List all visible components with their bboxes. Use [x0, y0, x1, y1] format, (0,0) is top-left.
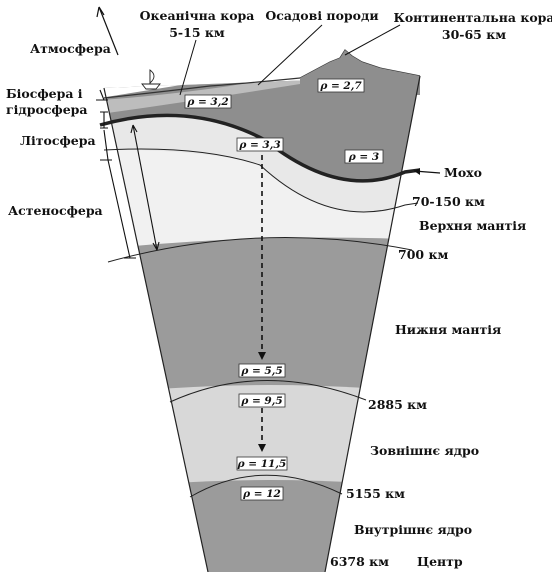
label-center: Центр [417, 554, 463, 569]
label-asthenosphere: Астеносфера [8, 203, 103, 218]
label-depth-2885: 2885 км [368, 397, 427, 412]
lithosphere-bracket [100, 130, 112, 160]
density-label-outer-core-base: ρ = 11,5 [237, 457, 287, 470]
label-oceanic-crust-range: 5-15 км [169, 25, 225, 40]
density-outer-core-base-text: ρ = 11,5 [237, 458, 287, 470]
label-outer-core: Зовнішнє ядро [370, 443, 479, 458]
label-lithosphere: Літосфера [20, 133, 96, 148]
density-label-outer-core-top: ρ = 9,5 [239, 394, 285, 407]
density-inner-core-text: ρ = 12 [242, 488, 281, 500]
density-continental-text: ρ = 2,7 [319, 80, 362, 92]
density-label-lower-mantle-base: ρ = 5,5 [239, 364, 285, 377]
label-depth-5155: 5155 км [346, 486, 405, 501]
label-lower-mantle: Нижня мантія [395, 322, 501, 337]
density-continental-root-text: ρ = 3 [348, 151, 379, 163]
density-lithosphere-text: ρ = 3,3 [238, 139, 280, 151]
density-lower-mantle-base-text: ρ = 5,5 [240, 365, 282, 377]
density-label-continental-root: ρ = 3 [345, 150, 383, 163]
label-biosphere-line2: гідросфера [6, 102, 88, 117]
density-outer-core-top-text: ρ = 9,5 [240, 395, 282, 407]
density-label-lithosphere: ρ = 3,3 [237, 138, 283, 151]
density-label-oceanic: ρ = 3,2 [185, 95, 231, 108]
label-oceanic-crust: Океанічна кора [140, 8, 255, 23]
ship-icon [142, 70, 160, 89]
label-depth-700: 700 км [398, 247, 448, 262]
label-continental-crust: Континентальна кора [393, 10, 552, 25]
label-depth-6378: 6378 км [330, 554, 389, 569]
label-atmosphere: Атмосфера [30, 41, 111, 56]
density-oceanic-text: ρ = 3,2 [186, 96, 228, 108]
label-biosphere-line1: Біосфера і [6, 86, 83, 101]
label-depth-70-150: 70-150 км [412, 194, 485, 209]
label-moho: Мохо [444, 165, 482, 180]
label-inner-core: Внутрішнє ядро [354, 522, 472, 537]
density-label-continental: ρ = 2,7 [318, 79, 364, 92]
continental-crust-pointer [345, 25, 400, 55]
label-sediments: Осадові породи [265, 8, 378, 23]
label-upper-mantle: Верхня мантія [419, 218, 526, 233]
label-continental-crust-range: 30-65 км [442, 27, 506, 42]
density-label-inner-core: ρ = 12 [241, 487, 283, 500]
